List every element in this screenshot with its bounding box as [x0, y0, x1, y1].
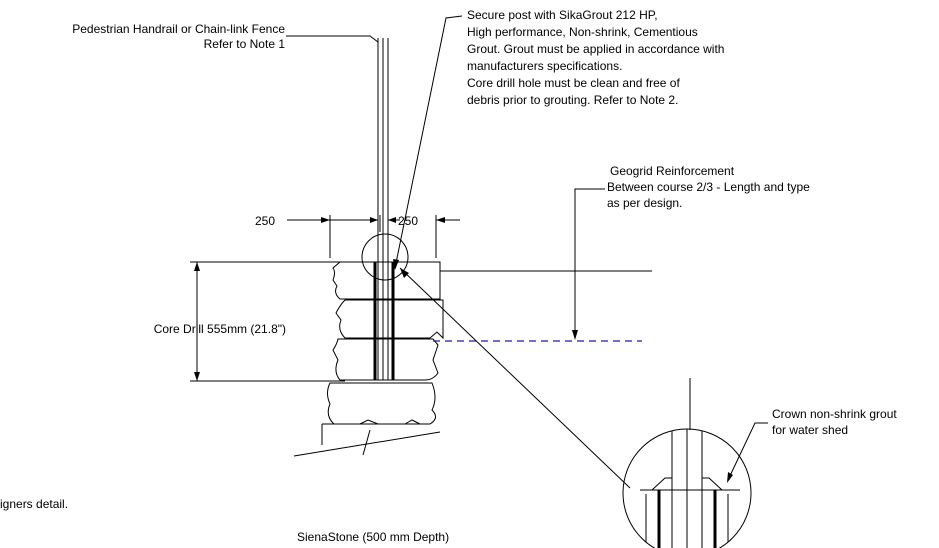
handrail-post: [377, 38, 389, 262]
crown-grout-desc: for water shed: [772, 423, 848, 437]
grout-note-line: debris prior to grouting. Refer to Note …: [467, 93, 678, 107]
handrail-leader: [286, 35, 379, 43]
grout-note-line: manufacturers specifications.: [467, 59, 622, 73]
block-wall: [321, 261, 444, 445]
geogrid-leader-arrowhead: [572, 330, 578, 340]
core-drill-dimension: [190, 261, 345, 382]
geogrid-desc: as per design.: [607, 196, 682, 210]
crown-grout-arrowhead: [727, 472, 733, 483]
ground-break-mark: [362, 429, 371, 456]
dimension-right-value: 250: [398, 214, 418, 228]
grout-note: Secure post with SikaGrout 212 HP, High …: [467, 8, 724, 107]
detail-callout-circle: [361, 233, 409, 281]
enlarged-detail: [622, 378, 752, 548]
handrail-label: Pedestrian Handrail or Chain-link Fence: [72, 22, 285, 36]
grout-note-line: High performance, Non-shrink, Cementious: [467, 25, 698, 39]
grout-note-line: Core drill hole must be clean and free o…: [467, 76, 680, 90]
section-caption: SienaStone (500 mm Depth): [297, 530, 449, 544]
width-dimension: [287, 215, 460, 258]
geogrid-leader: [574, 188, 605, 333]
detail-callout-arrowhead: [400, 268, 409, 278]
grout-leader: [394, 15, 463, 269]
core-drill-label: Core Drill 555mm (21.8"): [154, 322, 286, 336]
crown-grout-title: Crown non-shrink grout: [772, 407, 897, 421]
ground-line: [293, 431, 441, 457]
dimension-left-value: 250: [255, 214, 275, 228]
grout-note-line: Secure post with SikaGrout 212 HP,: [467, 8, 658, 22]
geogrid-desc: Between course 2/3 - Length and type: [607, 180, 810, 194]
designers-note-fragment: igners detail.: [0, 497, 68, 511]
crown-grout-leader: [727, 422, 768, 481]
grout-note-line: Grout. Grout must be applied in accordan…: [467, 42, 724, 56]
handrail-note-ref: Refer to Note 1: [204, 37, 286, 51]
geogrid-title: Geogrid Reinforcement: [610, 164, 735, 178]
detail-callout-leader: [399, 267, 631, 489]
